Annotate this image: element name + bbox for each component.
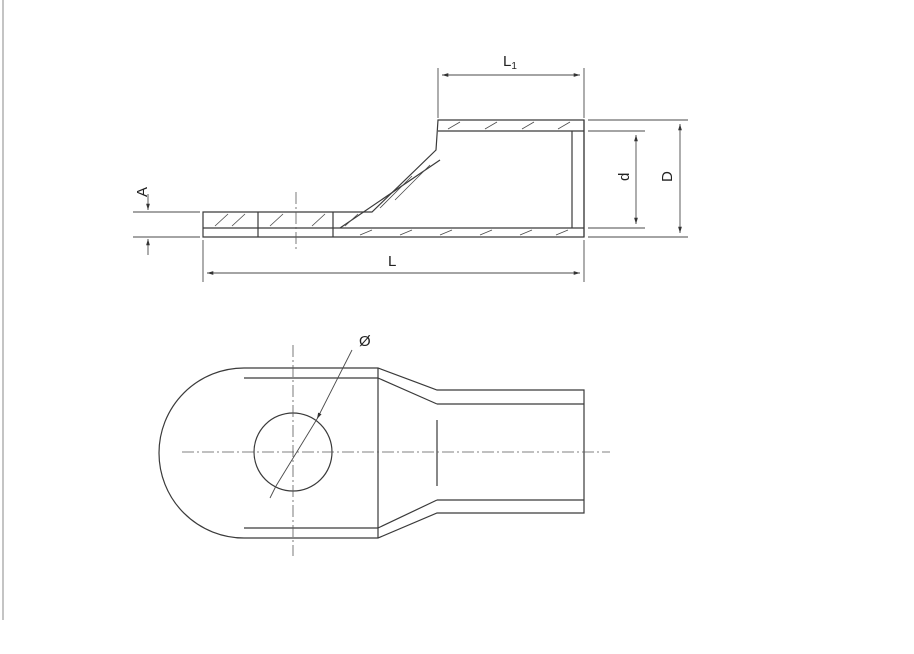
label-d: d [616,173,633,181]
dimension-A: A [133,187,200,255]
top-view-outline [158,367,585,539]
dimension-L: L [202,240,585,282]
label-L1: L1 [503,53,517,72]
dimension-d: d [588,130,645,229]
top-view: Ø [158,333,610,556]
label-D: D [659,171,676,182]
label-L: L [388,253,396,270]
label-A: A [134,187,151,197]
section-hatching [214,121,571,236]
side-view: L1 L d D A [133,53,688,282]
label-diameter: Ø [359,333,371,350]
dimension-L1: L1 [437,53,585,118]
dimension-D: D [588,119,688,238]
palm-outline [202,119,585,238]
dimension-diameter: Ø [269,333,371,499]
